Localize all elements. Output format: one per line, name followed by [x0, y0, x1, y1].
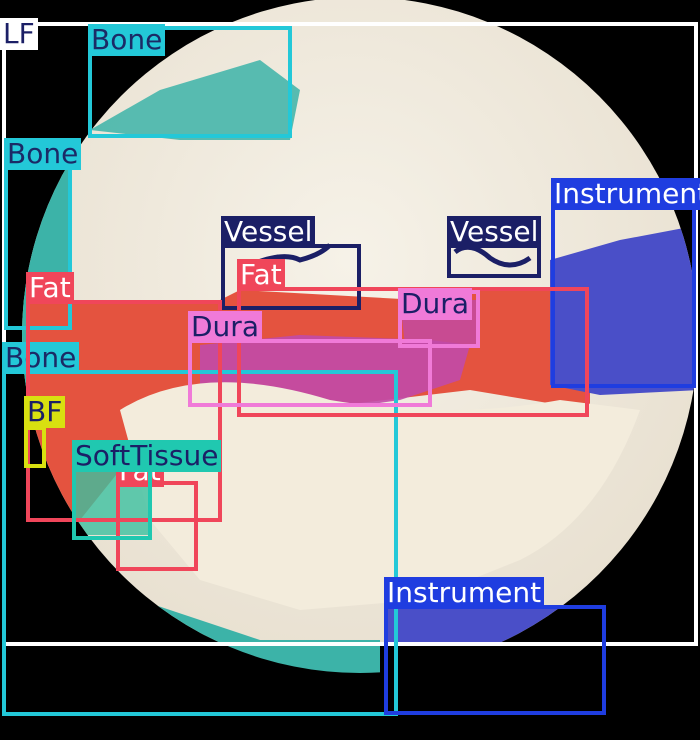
vessel-label: Vessel	[221, 216, 316, 248]
dura-label: Dura	[188, 311, 262, 343]
bf-bounding-box	[24, 426, 46, 468]
softtissue-bounding-box	[72, 468, 152, 540]
lf-label: LF	[0, 18, 38, 50]
bone-label: Bone	[2, 342, 80, 374]
dura-label: Dura	[398, 288, 472, 320]
fat-label: Fat	[237, 259, 285, 291]
instrument-bounding-box	[384, 605, 606, 715]
bone-label: Bone	[88, 24, 166, 56]
instrument-label: Instrument	[384, 577, 545, 609]
lf-bounding-box	[2, 22, 698, 646]
instrument-label: Instrument	[551, 178, 700, 210]
bone-bounding-box	[88, 26, 292, 138]
fat-label: Fat	[26, 272, 74, 304]
bf-label: BF	[24, 396, 66, 428]
vessel-label: Vessel	[447, 216, 542, 248]
dura-bounding-box	[188, 339, 432, 407]
softtissue-label: SoftTissue	[72, 440, 222, 472]
vessel-bounding-box	[447, 244, 541, 278]
bone-label: Bone	[4, 138, 82, 170]
bone-bounding-box	[2, 370, 398, 716]
